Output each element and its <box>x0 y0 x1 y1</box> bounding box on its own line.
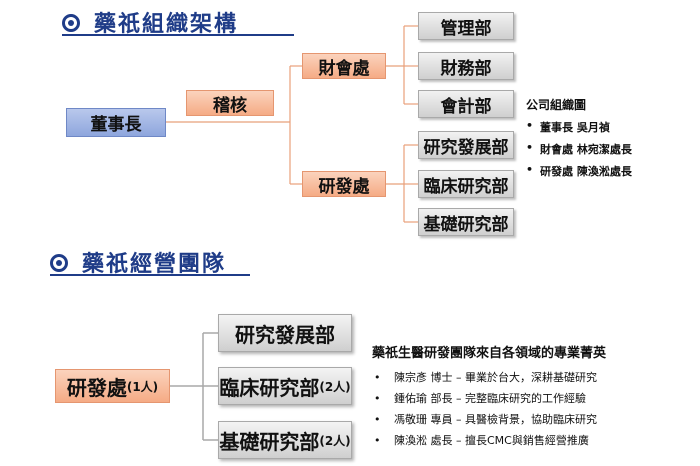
team-unit-name: 臨床研究部 <box>219 375 320 400</box>
team-unit-research-dev: 研究發展部 <box>218 314 352 352</box>
target-bullet-icon <box>50 254 68 272</box>
section-heading-team: 藥祇經營團隊 <box>50 246 250 278</box>
dept-finance-box: 財務部 <box>418 52 514 80</box>
team-member-item: 馮敬珊 專員 – 具醫檢背景，協助臨床研究 <box>372 409 606 430</box>
rnd-office-box: 研發處 <box>302 171 386 197</box>
heading-underline <box>50 274 250 276</box>
dept-basic-research-box: 基礎研究部 <box>418 208 514 236</box>
org-info-item: 董事長 吳月禎 <box>526 119 632 135</box>
team-unit-count: (2人) <box>319 379 351 394</box>
org-info-item: 財會處 林宛潔處長 <box>526 141 632 157</box>
team-member-item: 陳宗彥 博士 – 畢業於台大，深耕基礎研究 <box>372 367 606 388</box>
section-heading-org: 藥祇組織架構 <box>62 6 294 38</box>
team-unit-name: 研究發展部 <box>235 322 335 347</box>
team-root-count: (1人) <box>126 379 159 394</box>
heading-underline <box>62 34 294 36</box>
dept-research-dev-box: 研究發展部 <box>418 131 514 159</box>
team-member-item: 鍾佑瑜 部長 – 完整臨床研究的工作經驗 <box>372 388 606 409</box>
org-info-panel: 公司組織圖 董事長 吳月禎 財會處 林宛潔處長 研發處 陳渙淞處長 <box>526 96 632 179</box>
team-unit-name: 基礎研究部 <box>219 429 320 454</box>
dept-management-box: 管理部 <box>418 12 514 40</box>
team-info-title: 藥祇生醫研發團隊來自各領域的專業菁英 <box>372 346 607 361</box>
dept-accounting-box: 會計部 <box>418 90 514 118</box>
finance-office-box: 財會處 <box>302 53 386 79</box>
chairman-box: 董事長 <box>66 108 166 137</box>
team-root-box: 研發處(1人) <box>55 369 170 403</box>
target-bullet-icon <box>62 14 80 32</box>
dept-clinical-box: 臨床研究部 <box>418 170 514 198</box>
team-member-item: 陳渙淞 處長 – 擅長CMC與銷售經營推廣 <box>372 430 606 451</box>
org-info-title: 公司組織圖 <box>526 98 587 112</box>
team-info-panel: 藥祇生醫研發團隊來自各領域的專業菁英 陳宗彥 博士 – 畢業於台大，深耕基礎研究… <box>372 342 606 451</box>
org-info-item: 研發處 陳渙淞處長 <box>526 163 632 179</box>
section-heading-team-text: 藥祇經營團隊 <box>82 251 227 277</box>
audit-box: 稽核 <box>186 90 274 116</box>
team-unit-basic-research: 基礎研究部(2人) <box>218 421 352 459</box>
team-unit-clinical: 臨床研究部(2人) <box>218 367 352 405</box>
team-root-name: 研發處 <box>66 375 127 400</box>
team-unit-count: (2人) <box>319 433 351 448</box>
section-heading-org-text: 藥祇組織架構 <box>94 11 239 37</box>
